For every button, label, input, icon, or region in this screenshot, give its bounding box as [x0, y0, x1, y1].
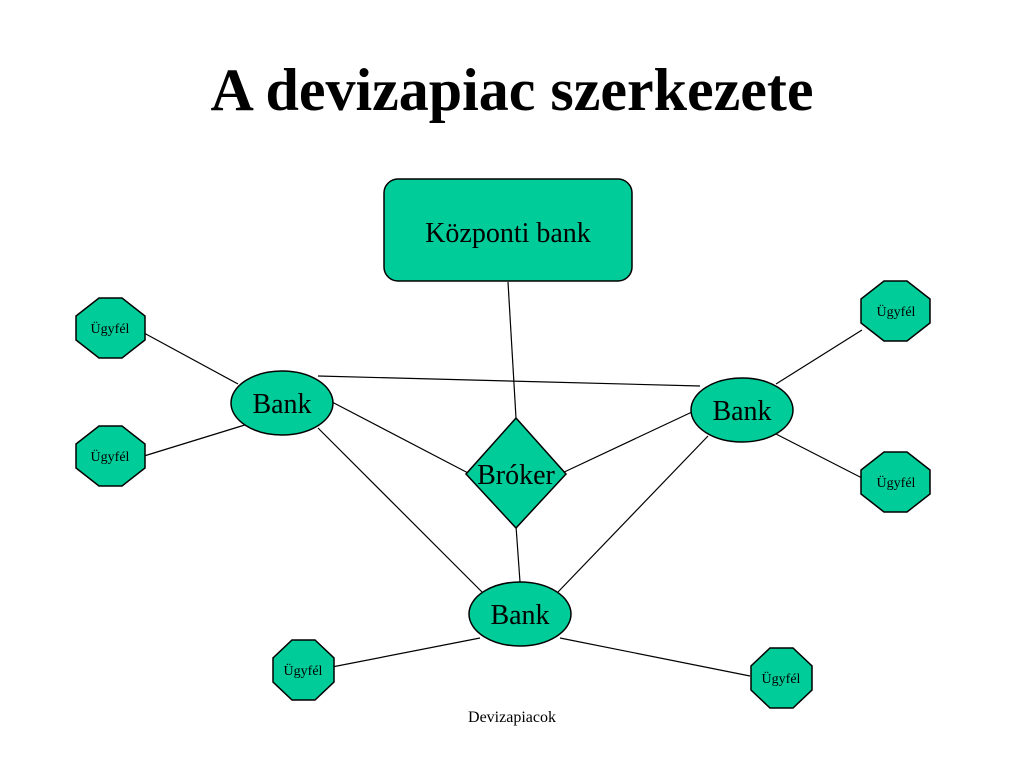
edge-client-left-bottom-bank-left — [143, 423, 249, 457]
edge-bank-left-bank-right — [317, 375, 701, 387]
edge-bank-right-broker — [559, 411, 693, 475]
bank-node-bottom: Bank — [468, 581, 572, 647]
central-bank-node: Központi bank — [383, 178, 633, 282]
client-node-left-bottom: Ügyfél — [75, 425, 146, 487]
client-bottom-left-label: Ügyfél — [284, 662, 323, 679]
client-left-bottom-label: Ügyfél — [91, 448, 130, 465]
client-right-bottom-label: Ügyfél — [877, 474, 916, 491]
bank-right-label: Bank — [712, 396, 771, 427]
client-node-bottom-left: Ügyfél — [272, 639, 335, 701]
bank-node-right: Bank — [690, 377, 794, 443]
bank-node-left: Bank — [230, 370, 334, 436]
connector-lines — [143, 281, 863, 677]
client-right-top-label: Ügyfél — [877, 303, 916, 320]
client-node-right-bottom: Ügyfél — [860, 451, 931, 513]
client-bottom-right-label: Ügyfél — [762, 670, 801, 687]
bank-left-label: Bank — [252, 389, 311, 420]
client-node-right-top: Ügyfél — [860, 280, 931, 342]
edge-bank-left-broker — [331, 401, 471, 475]
central-bank-label: Központi bank — [425, 218, 591, 249]
edge-bank-left-bank-bottom — [317, 427, 489, 599]
broker-node: Bróker — [464, 416, 568, 530]
client-node-left-top: Ügyfél — [75, 297, 146, 359]
edge-client-right-bottom-bank-right — [775, 433, 863, 479]
edge-client-bottom-right-bank-bottom — [559, 637, 751, 677]
edge-bank-bottom-broker — [515, 525, 521, 583]
slide-footer: Devizapiacok — [468, 709, 556, 726]
edge-central-bank-broker — [507, 281, 517, 419]
client-node-bottom-right: Ügyfél — [750, 647, 813, 709]
edge-client-left-top-bank-left — [143, 332, 239, 385]
edge-client-bottom-left-bank-bottom — [331, 637, 481, 668]
broker-label: Bróker — [477, 460, 555, 491]
edge-client-right-top-bank-right — [775, 329, 863, 385]
slide-title: A devizapiac szerkezete — [210, 57, 814, 123]
edge-bank-right-bank-bottom — [557, 435, 709, 593]
bank-bottom-label: Bank — [490, 600, 549, 631]
client-left-top-label: Ügyfél — [91, 320, 130, 337]
